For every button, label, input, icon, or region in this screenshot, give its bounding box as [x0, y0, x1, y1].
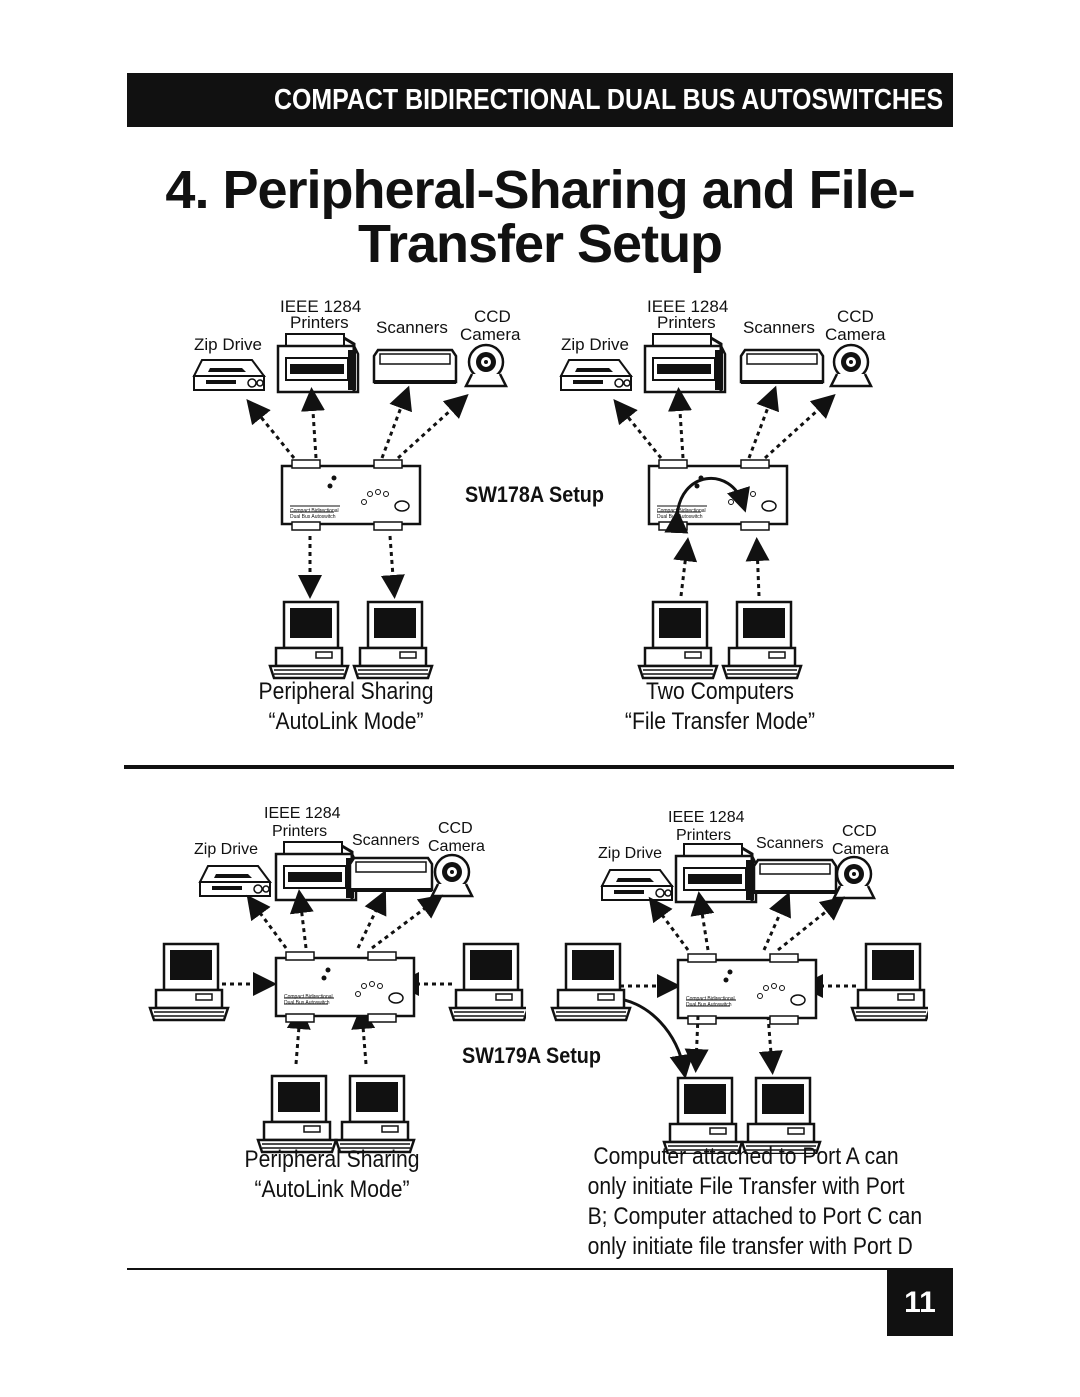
label-zip-drive: Zip Drive — [598, 845, 662, 862]
switch-label-1: Compact Bidirectional — [284, 994, 333, 1000]
camera-icon — [829, 343, 873, 388]
label-camera: Camera — [825, 325, 886, 344]
caption-bottom-right-4: only initiate file transfer with Port D — [587, 1233, 913, 1260]
autoswitch-icon — [676, 952, 818, 1026]
switch-label-2: Dual Bus Autoswitch — [686, 1002, 732, 1008]
caption-bottom-right-2: only initiate File Transfer with Port — [587, 1173, 905, 1200]
label-ieee: IEEE 1284 — [668, 809, 745, 826]
label-ccd: CCD — [474, 307, 511, 326]
page-number: 11 — [887, 1270, 953, 1336]
computer-icon — [334, 1074, 416, 1154]
sw179-setup-label: SW179A Setup — [462, 1043, 602, 1068]
label-ieee: IEEE 1284 — [647, 297, 728, 316]
computer-icon — [448, 942, 526, 1022]
label-scanners: Scanners — [743, 318, 815, 337]
scanner-icon — [348, 856, 434, 892]
caption-top-right-2: “File Transfer Mode” — [624, 708, 816, 735]
diagram-sw178-file-transfer: IEEE 1284 Printers Scanners CCD Camera Z… — [560, 297, 886, 680]
label-camera: Camera — [460, 325, 521, 344]
page-title-line-1: 4. Peripheral-Sharing and File- — [165, 160, 915, 220]
label-zip-drive: Zip Drive — [194, 841, 258, 858]
switch-label-1: Compact Bidirectional — [290, 508, 339, 514]
switch-label-1: Compact Bidirectional — [686, 996, 735, 1002]
camera-icon — [832, 855, 876, 900]
caption-bottom-left-2: “AutoLink Mode” — [254, 1176, 410, 1203]
zip-drive-icon — [601, 869, 673, 901]
scanner-icon — [372, 348, 458, 384]
scanner-icon — [752, 858, 838, 894]
header-title: COMPACT BIDIRECTIONAL DUAL BUS AUTOSWITC… — [273, 84, 943, 116]
camera-icon — [464, 343, 508, 388]
file-transfer-arrow — [664, 477, 750, 534]
label-zip-drive: Zip Drive — [194, 335, 262, 354]
label-printers: Printers — [657, 313, 716, 332]
zip-drive-icon — [193, 359, 265, 391]
autoswitch-icon — [274, 950, 416, 1024]
diagram-sw179-peripheral-sharing: IEEE 1284 Printers Scanners CCD Camera Z… — [148, 805, 526, 1154]
peripheral-connections — [613, 385, 836, 597]
printer-icon — [274, 840, 358, 902]
label-camera: Camera — [428, 838, 485, 855]
switch-label-2: Dual Bus Autoswitch — [284, 1000, 330, 1006]
zip-drive-icon — [199, 865, 271, 897]
computer-icon — [256, 1074, 338, 1154]
printer-icon — [276, 332, 360, 394]
label-scanners: Scanners — [756, 835, 824, 852]
caption-bottom-left-1: Peripheral Sharing — [244, 1146, 420, 1173]
computer-icon — [550, 942, 632, 1022]
peripheral-connections — [246, 385, 469, 599]
header-bar: COMPACT BIDIRECTIONAL DUAL BUS AUTOSWITC… — [127, 73, 953, 127]
scanner-icon — [739, 348, 825, 384]
computer-icon — [850, 942, 928, 1022]
diagram-sw179-file-transfer: IEEE 1284 Printers Scanners CCD Camera Z… — [550, 809, 928, 1154]
label-ccd: CCD — [438, 820, 473, 837]
label-ieee: IEEE 1284 — [280, 297, 361, 316]
label-scanners: Scanners — [376, 318, 448, 337]
label-ccd: CCD — [837, 307, 874, 326]
switch-label-2: Dual Bus Autoswitch — [657, 514, 703, 520]
sw178-setup-label: SW178A Setup — [465, 482, 605, 507]
zip-drive-icon — [560, 359, 632, 391]
camera-icon — [430, 853, 474, 898]
computer-icon — [352, 600, 434, 680]
caption-top-left-1: Peripheral Sharing — [258, 678, 434, 705]
page-title-line-2: Transfer Setup — [357, 214, 723, 274]
computer-icon — [721, 600, 803, 680]
computer-icon — [637, 600, 719, 680]
printer-icon — [674, 842, 758, 904]
label-ieee: IEEE 1284 — [264, 805, 341, 822]
footer-rule — [127, 1268, 953, 1270]
label-printers: Printers — [676, 827, 731, 844]
section-divider — [124, 765, 954, 769]
printer-icon — [643, 332, 727, 394]
label-camera: Camera — [832, 841, 889, 858]
label-zip-drive: Zip Drive — [561, 335, 629, 354]
diagram-sw178-peripheral-sharing: IEEE 1284 Printers Scanners CCD Camera Z… — [193, 297, 521, 680]
computer-icon — [268, 600, 350, 680]
caption-top-left-2: “AutoLink Mode” — [268, 708, 424, 735]
label-ccd: CCD — [842, 823, 877, 840]
label-printers: Printers — [272, 823, 327, 840]
switch-label-2: Dual Bus Autoswitch — [290, 514, 336, 520]
label-printers: Printers — [290, 313, 349, 332]
caption-bottom-right-1: Computer attached to Port A can — [593, 1143, 899, 1170]
caption-top-right-1: Two Computers — [646, 678, 794, 705]
computer-icon — [148, 942, 230, 1022]
caption-bottom-right-3: B; Computer attached to Port C can — [587, 1203, 923, 1230]
connection-line — [684, 1015, 709, 1073]
label-scanners: Scanners — [352, 832, 420, 849]
